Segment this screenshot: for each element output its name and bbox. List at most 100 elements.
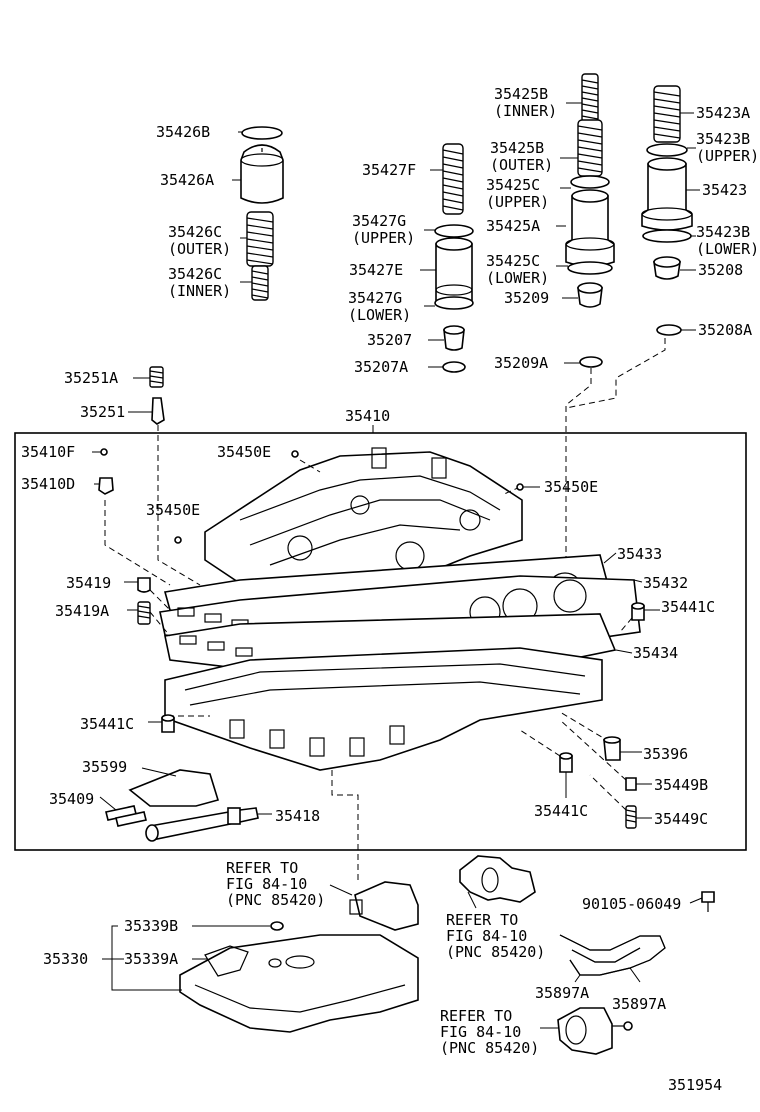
label-35330: 35330 [43, 950, 88, 968]
label-35427G-lower-note: (LOWER) [348, 306, 411, 324]
label-35425C-lower: 35425C [486, 252, 540, 270]
part-group-35423 [641, 85, 700, 336]
label-35339B: 35339B [124, 917, 178, 935]
label-35426B: 35426B [156, 123, 210, 141]
part-group-35426 [232, 126, 284, 301]
part-group-35251 [128, 366, 201, 586]
label-35427G-lower: 35427G [348, 289, 402, 307]
refer-center-line3: (PNC 85420) [226, 891, 325, 909]
spring-35427F [442, 143, 464, 215]
spring-35425B-outer [577, 119, 603, 177]
label-35425B-outer-note: (OUTER) [490, 156, 553, 174]
label-35897A-left: 35897A [535, 984, 589, 1002]
oil-strainer-35330 [179, 921, 419, 1033]
refer-right-line1: REFER TO [446, 911, 518, 929]
label-35207A: 35207A [354, 358, 408, 376]
label-35425C-lower-note: (LOWER) [486, 269, 549, 287]
o-ring-35427G-upper [434, 224, 474, 238]
label-35897A-right: 35897A [612, 995, 666, 1013]
refer-bottom-line3: (PNC 85420) [440, 1039, 539, 1057]
pins-35409 [99, 796, 147, 827]
pin-35251 [151, 397, 165, 425]
label-35410F: 35410F [21, 443, 75, 461]
label-35425B-inner-note: (INNER) [494, 102, 557, 120]
label-35599: 35599 [82, 758, 127, 776]
label-35396: 35396 [643, 745, 688, 763]
label-35426C-inner-note: (INNER) [168, 282, 231, 300]
label-35209A: 35209A [494, 354, 548, 372]
label-35423B-lower: 35423B [696, 223, 750, 241]
o-ring-35423B-lower [642, 229, 692, 243]
refer-center-line1: REFER TO [226, 859, 298, 877]
label-35410: 35410 [345, 407, 390, 425]
o-ring-35209A [579, 356, 603, 368]
lower-valve-body [164, 647, 603, 771]
piston-35426A [240, 144, 284, 204]
bolt-90105-06049 [689, 891, 715, 912]
plug-35207 [443, 329, 465, 351]
spring-plate-35599 [128, 769, 220, 807]
label-35423B-upper: 35423B [696, 130, 750, 148]
label-35450E-right: 35450E [544, 478, 598, 496]
spring-35251A [149, 366, 164, 388]
o-ring-35425C-upper [570, 175, 610, 189]
solenoid-right-top [459, 855, 536, 909]
o-ring-35423B-upper [646, 143, 688, 157]
plug-35449B [625, 777, 637, 791]
label-35425C-upper: 35425C [486, 176, 540, 194]
o-ring-35207A [442, 361, 466, 373]
label-35427F: 35427F [362, 161, 416, 179]
label-35450E-top: 35450E [217, 443, 271, 461]
label-35441C-left: 35441C [80, 715, 134, 733]
label-35427E: 35427E [349, 261, 403, 279]
label-35207: 35207 [367, 331, 412, 349]
manual-valve-35418 [145, 807, 272, 842]
label-35425A: 35425A [486, 217, 540, 235]
solenoid-right-bottom [540, 1007, 633, 1055]
plug-35419 [137, 577, 151, 593]
o-ring-35339B [270, 921, 284, 931]
label-35418: 35418 [275, 807, 320, 825]
part-group-35427 [420, 143, 474, 373]
oil-tubes-35897A [559, 934, 666, 983]
valve-body-assembly-frame-35410 [14, 432, 747, 851]
small-parts-inside-frame [92, 448, 660, 842]
label-35423B-upper-note: (UPPER) [696, 147, 759, 165]
label-35425C-upper-note: (UPPER) [486, 193, 549, 211]
label-35449C: 35449C [654, 810, 708, 828]
solenoid-center [329, 881, 419, 931]
label-35426C-outer: 35426C [168, 223, 222, 241]
label-35425B-inner: 35425B [494, 85, 548, 103]
label-35449B: 35449B [654, 776, 708, 794]
label-35208: 35208 [698, 261, 743, 279]
refer-right-line2: FIG 84-10 [446, 927, 527, 945]
label-35423A: 35423A [696, 104, 750, 122]
label-35433: 35433 [617, 545, 662, 563]
o-ring-35208A [656, 324, 682, 336]
spring-35423A [653, 85, 681, 143]
label-35209: 35209 [504, 289, 549, 307]
ball-35450E-top [291, 450, 299, 458]
spring-35425B-inner [581, 73, 599, 123]
spring-35426C-outer [246, 211, 274, 267]
label-35426A: 35426A [160, 171, 214, 189]
label-35450E-left: 35450E [146, 501, 200, 519]
label-35425B-outer: 35425B [490, 139, 544, 157]
spring-35419A [137, 601, 151, 625]
label-35427G-upper: 35427G [352, 212, 406, 230]
label-35419: 35419 [66, 574, 111, 592]
part-group-35425 [556, 73, 615, 368]
o-ring-35425C-lower [567, 261, 613, 275]
o-ring-35427G-lower [434, 296, 474, 310]
label-35419A: 35419A [55, 602, 109, 620]
label-35426C-inner: 35426C [168, 265, 222, 283]
o-ring-35426B [241, 126, 283, 140]
ball-35450E-right [516, 483, 524, 491]
label-35410D: 35410D [21, 475, 75, 493]
piston-35425A [565, 195, 615, 267]
spring-35426C-inner [251, 265, 269, 301]
refer-center-line2: FIG 84-10 [226, 875, 307, 893]
ball-35450E-left [174, 536, 182, 544]
label-35339A: 35339A [124, 950, 178, 968]
